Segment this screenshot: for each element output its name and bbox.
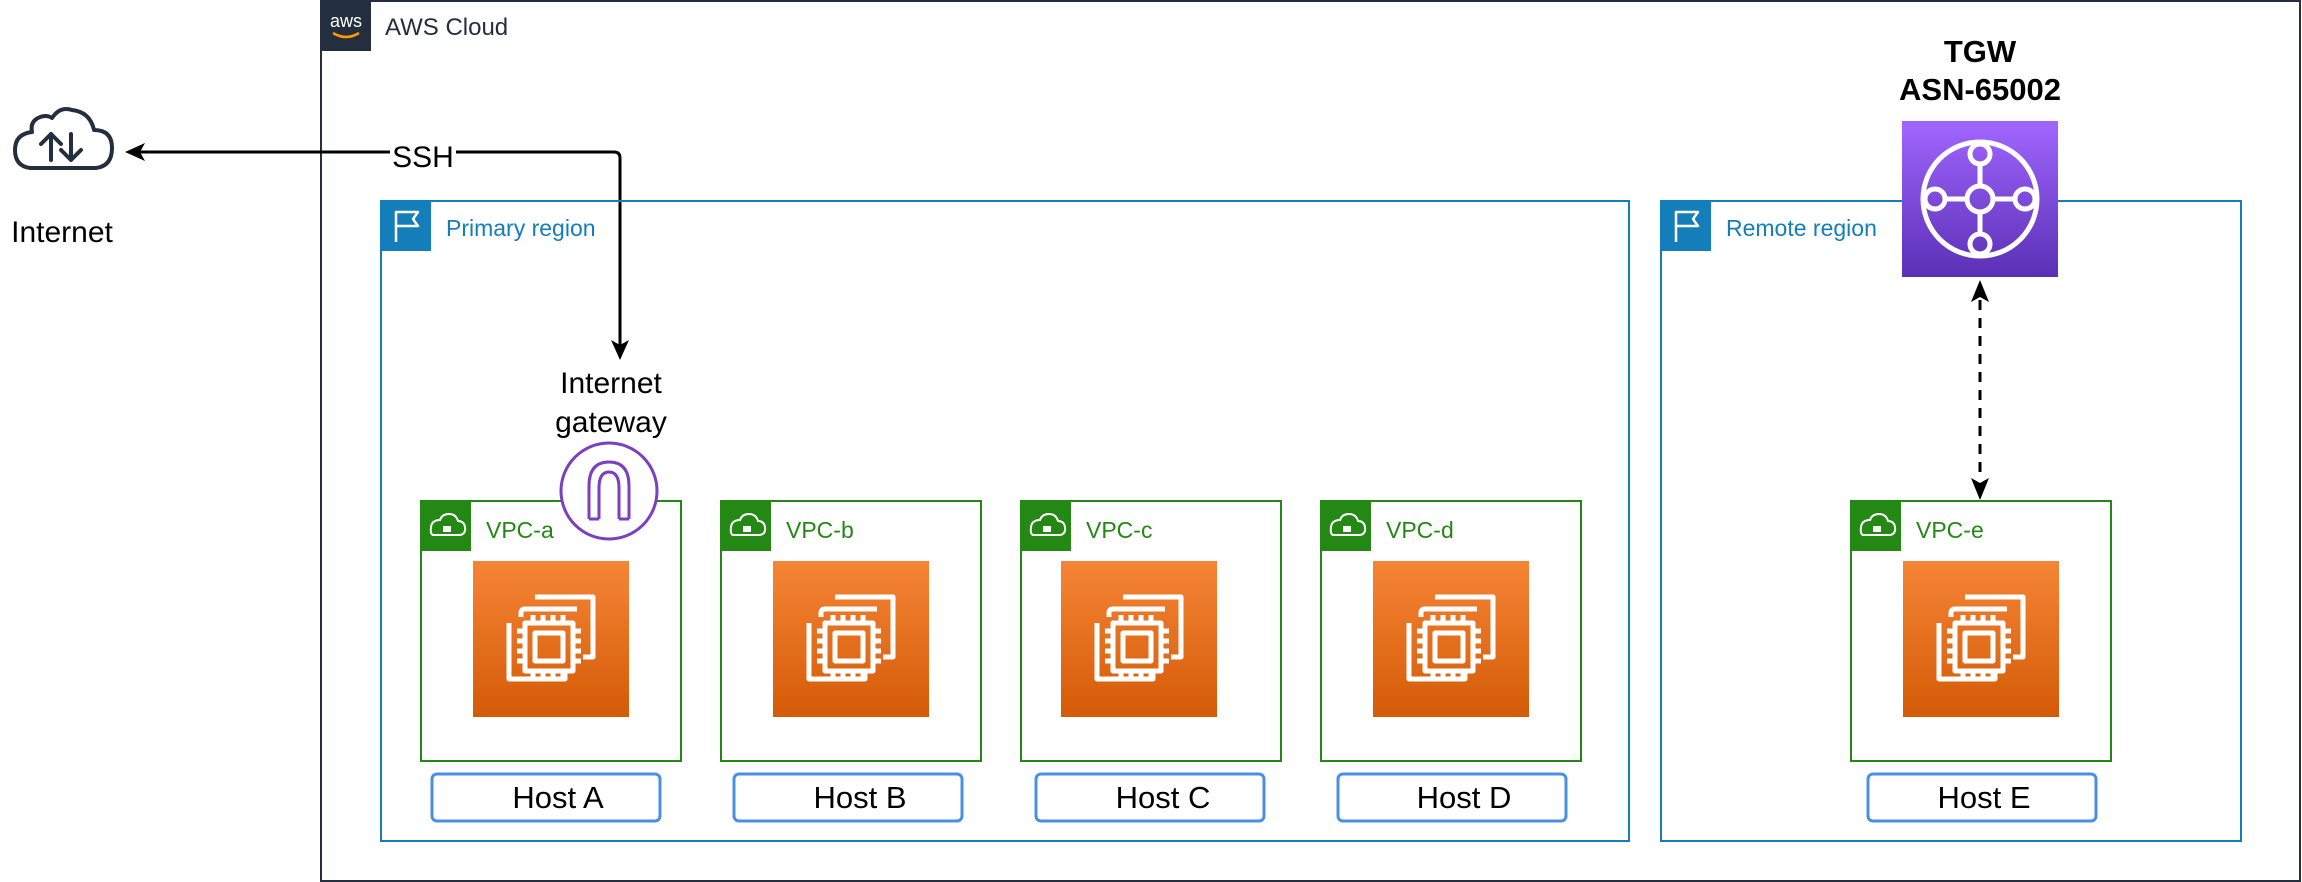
vpc-label: VPC-a bbox=[486, 517, 554, 543]
internet-cloud-icon bbox=[13, 107, 114, 170]
ec2-instance-icon bbox=[1903, 561, 2059, 717]
vpc-cloud-lock-icon bbox=[1021, 501, 1071, 551]
region-flag-icon bbox=[381, 201, 431, 251]
host-box bbox=[732, 772, 964, 823]
ssh-arrow-down-icon bbox=[611, 340, 629, 360]
vpc-group: VPC-b Host B bbox=[720, 500, 982, 823]
vpc-label: VPC-b bbox=[786, 517, 854, 543]
ec2-instance-icon bbox=[773, 561, 929, 717]
vpc-boundary bbox=[1320, 500, 1582, 762]
ec2-instance-icon bbox=[1373, 561, 1529, 717]
region-flag-icon bbox=[1661, 201, 1711, 251]
arrow-down-icon bbox=[1971, 478, 1989, 500]
vpc-cloud-lock-icon bbox=[721, 501, 771, 551]
host-box bbox=[1336, 772, 1568, 823]
tgw-vpc-e-connector bbox=[1971, 280, 1989, 500]
vpc-boundary bbox=[420, 500, 682, 762]
host-label: Host C bbox=[1116, 780, 1211, 815]
internet-label: Internet bbox=[11, 216, 113, 249]
host-box bbox=[430, 772, 662, 823]
internet-gateway-icon bbox=[559, 441, 659, 541]
ssh-arrow-left-icon bbox=[125, 143, 145, 161]
aws-logo-icon: aws bbox=[321, 1, 371, 51]
host-label: Host E bbox=[1937, 780, 2030, 815]
tgw-label-line1: TGW bbox=[1944, 34, 2017, 69]
arrow-up-icon bbox=[1971, 280, 1989, 302]
vpc-label: VPC-c bbox=[1086, 517, 1152, 543]
vpc-boundary bbox=[1850, 500, 2112, 762]
aws-logo-text: aws bbox=[330, 11, 362, 31]
host-label: Host D bbox=[1417, 780, 1512, 815]
primary-region-boundary bbox=[380, 200, 1630, 842]
gateway-label-line1: Internet bbox=[560, 367, 662, 400]
gateway-label-line2: gateway bbox=[555, 406, 667, 439]
vpc-group: VPC-e Host E bbox=[1850, 500, 2112, 823]
ec2-instance-icon bbox=[473, 561, 629, 717]
host-label: Host A bbox=[512, 780, 604, 815]
ssh-label: SSH bbox=[392, 141, 454, 174]
primary-region-label: Primary region bbox=[446, 215, 596, 241]
aws-cloud-boundary bbox=[320, 0, 2301, 882]
tgw-label-line2: ASN-65002 bbox=[1899, 72, 2061, 107]
ssh-connector bbox=[380, 150, 622, 352]
aws-cloud-label: AWS Cloud bbox=[385, 14, 508, 41]
transit-gateway-icon bbox=[1902, 121, 2058, 277]
host-label: Host B bbox=[813, 780, 906, 815]
vpc-group: VPC-c Host C bbox=[1020, 500, 1282, 823]
vpc-label: VPC-e bbox=[1916, 517, 1984, 543]
vpc-label: VPC-d bbox=[1386, 517, 1454, 543]
host-box bbox=[1866, 772, 2098, 823]
vpc-boundary bbox=[1020, 500, 1282, 762]
vpc-cloud-lock-icon bbox=[1851, 501, 1901, 551]
vpc-group: VPC-d Host D bbox=[1320, 500, 1582, 823]
vpc-cloud-lock-icon bbox=[421, 501, 471, 551]
host-box bbox=[1034, 772, 1266, 823]
vpc-group: VPC-a Host A bbox=[420, 500, 682, 823]
remote-region-label: Remote region bbox=[1726, 215, 1877, 241]
vpc-cloud-lock-icon bbox=[1321, 501, 1371, 551]
ec2-instance-icon bbox=[1061, 561, 1217, 717]
vpc-boundary bbox=[720, 500, 982, 762]
